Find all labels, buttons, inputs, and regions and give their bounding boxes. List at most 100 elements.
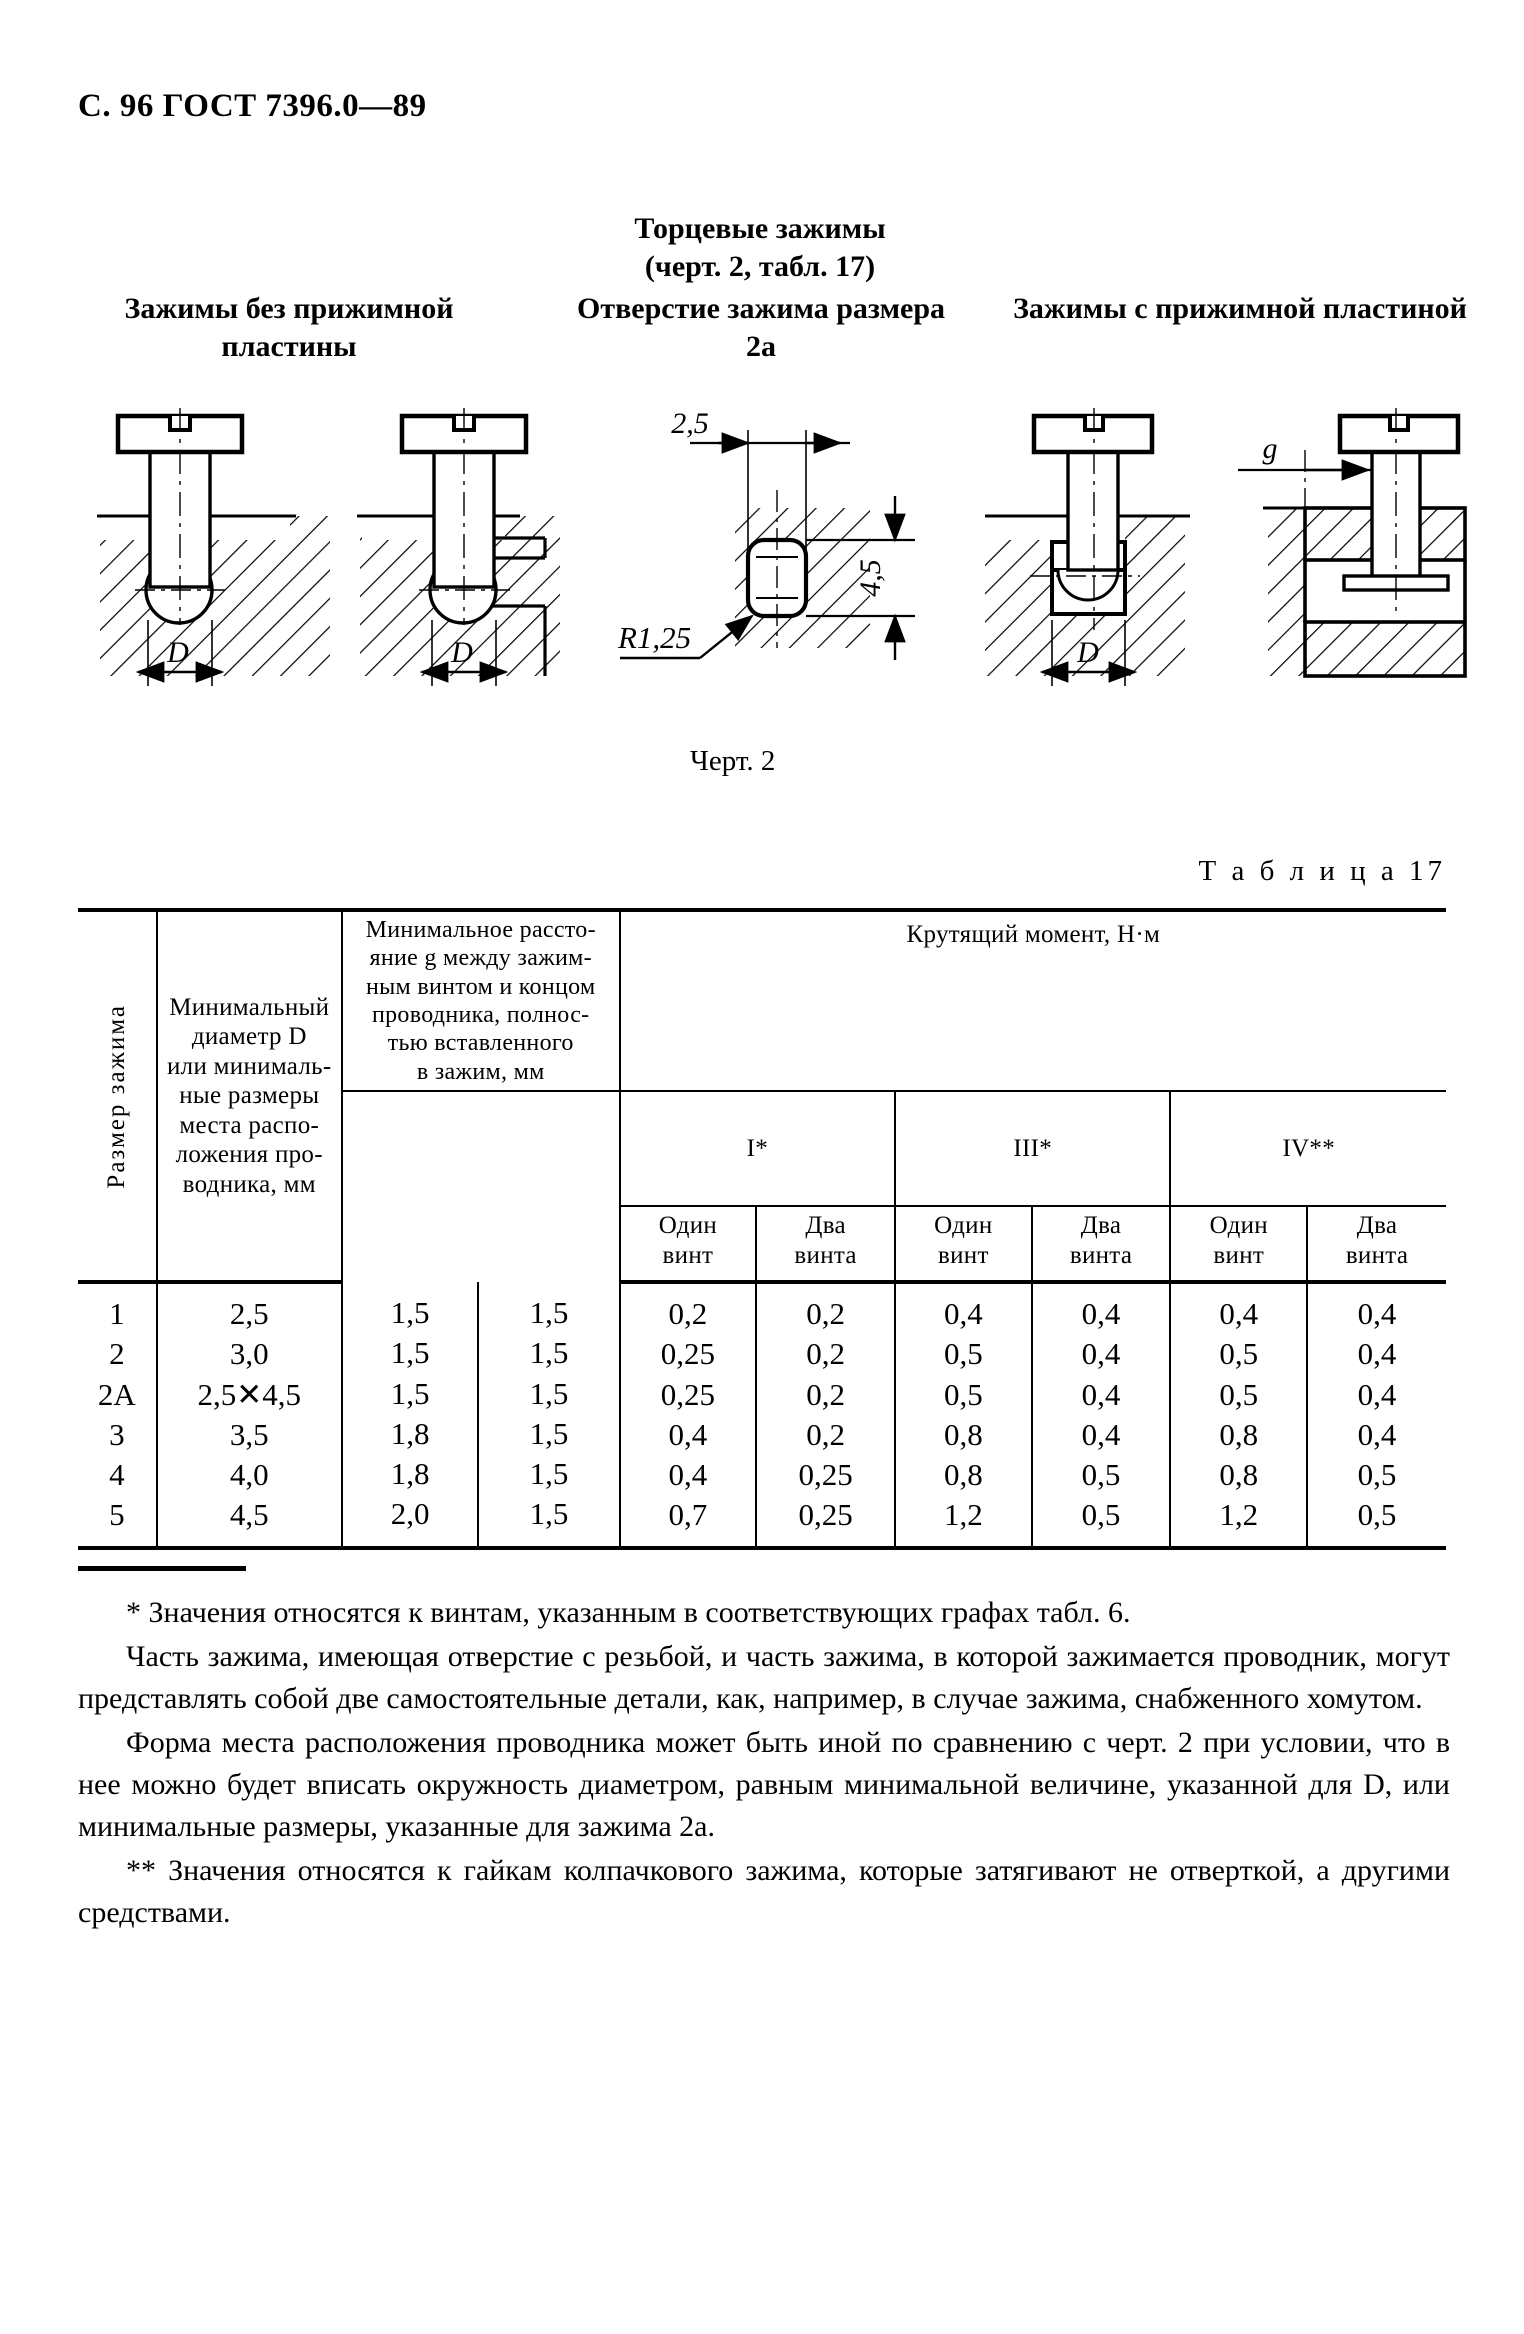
table-number-label: Т а б л и ц а 17 [1198, 855, 1446, 887]
header-t4-one: Один винт [1169, 1206, 1308, 1284]
cell-t3-one-1: 0,4 [943, 1296, 983, 1331]
cell-t1-two-2: 0,2 [806, 1336, 845, 1372]
drawing-clamp-no-plate-2: D [357, 408, 560, 686]
header-torque-group-4-label: IV** [1282, 1134, 1336, 1162]
header-torque-label: Крутящий момент, Н·м [906, 921, 1161, 948]
header-torque-group-3-label: III* [1013, 1134, 1053, 1162]
header-diameter-l1: Минимальный [169, 993, 330, 1021]
cell-t4-one-6: 1,2 [1219, 1497, 1259, 1533]
header-diameter-l5: места распо- [179, 1111, 320, 1139]
header-diameter: Минимальный диаметр D или минималь- ные … [155, 908, 342, 1284]
header-t3-two: Два винта [1030, 1206, 1171, 1284]
dimension-label-d3: D [1076, 636, 1099, 669]
cell-dist-one-5: 1,8 [390, 1456, 430, 1492]
cell-t3-two-2: 0,4 [1081, 1336, 1121, 1372]
cell-size-5: 4 [109, 1457, 125, 1493]
cell-t4-two-5: 0,5 [1357, 1457, 1397, 1493]
header-t1-one-l2: винт [662, 1241, 714, 1269]
header-t4-two-l2: винта [1345, 1241, 1409, 1269]
cell-t1-two-6: 0,25 [798, 1497, 853, 1533]
cell-t3-two-3: 0,4 [1081, 1376, 1121, 1412]
header-diameter-l7: водника, мм [182, 1170, 316, 1198]
header-t4-two: Два винта [1306, 1206, 1446, 1284]
col-dist-two: 1,5 1,5 1,5 1,5 1,5 1,5 [477, 1282, 620, 1550]
dimension-label-d2: D [450, 636, 473, 669]
header-t3-two-l1: Два [1080, 1212, 1122, 1239]
header-t1-two-l2: винта [794, 1241, 857, 1269]
figure-column-title-left: Зажимы без прижимной пластины [124, 292, 454, 364]
header-t1-one-l1: Один [658, 1212, 718, 1239]
header-torque-group-1: I* [618, 1090, 896, 1208]
cell-size-4: 3 [109, 1416, 125, 1452]
header-t3-one: Один винт [894, 1206, 1032, 1284]
col-dist-one: 1,5 1,5 1,5 1,8 1,8 2,0 [340, 1282, 479, 1550]
cell-t3-one-5: 0,8 [943, 1457, 983, 1493]
col-size: 1 2 2А 3 4 5 [78, 1282, 157, 1550]
note-4: ** Значения относятся к гайкам колпачков… [78, 1854, 1450, 1929]
cell-diameter-1: 2,5 [229, 1296, 269, 1331]
cell-dist-one-3: 1,5 [390, 1375, 430, 1411]
cell-dist-two-6: 1,5 [529, 1496, 569, 1532]
header-distance-l5: тью вставленного [387, 1030, 574, 1057]
header-t3-two-l2: винта [1069, 1241, 1133, 1269]
cell-t3-one-3: 0,5 [943, 1376, 983, 1412]
header-torque-group-3: III* [894, 1090, 1171, 1208]
header-diameter-l6: ложения про- [175, 1141, 323, 1169]
note-3: Форма места расположения проводника може… [78, 1726, 1450, 1843]
header-distance-l6: в зажим, мм [416, 1058, 545, 1085]
cell-dist-one-6: 2,0 [390, 1496, 430, 1532]
dimension-label-r125: R1,25 [617, 620, 691, 655]
header-t4-one-l1: Один [1209, 1212, 1268, 1239]
col-t4-two: 0,4 0,4 0,4 0,4 0,5 0,5 [1306, 1282, 1446, 1550]
figure-caption: Черт. 2 [690, 745, 776, 777]
cell-t4-one-5: 0,8 [1219, 1457, 1259, 1493]
cell-t1-one-1: 0,2 [668, 1296, 708, 1331]
header-distance: Минимальное рассто- яние g между зажим- … [340, 908, 620, 1092]
col-t1-one: 0,2 0,25 0,25 0,4 0,4 0,7 [618, 1282, 757, 1550]
drawing-clamp-with-plate-2: g [1238, 408, 1467, 678]
cell-t3-two-4: 0,4 [1081, 1416, 1121, 1452]
cell-t4-one-3: 0,5 [1219, 1376, 1259, 1412]
cell-t1-two-1: 0,2 [806, 1296, 845, 1331]
col-t3-two: 0,4 0,4 0,4 0,4 0,5 0,5 [1030, 1282, 1171, 1550]
dimension-label-d1: D [166, 636, 189, 669]
page-header-标: С. 96 ГОСТ 7396.0—89 [78, 88, 427, 124]
col-t1-two: 0,2 0,2 0,2 0,2 0,25 0,25 [755, 1282, 896, 1550]
header-t1-two-l1: Два [805, 1212, 846, 1239]
cell-t3-two-5: 0,5 [1081, 1457, 1121, 1493]
header-t4-one-l2: винт [1213, 1241, 1265, 1269]
cell-t4-one-2: 0,5 [1219, 1336, 1259, 1372]
header-torque-group-1-label: I* [746, 1134, 769, 1162]
figure-group-title: Торцевые зажимы (черт. 2, табл. 17) [560, 210, 960, 286]
drawing-hole-size-2a: 2,5 4,5 R1,25 [617, 407, 915, 660]
header-distance-l2: яние g между зажим- [369, 945, 592, 972]
cell-dist-one-2: 1,5 [390, 1335, 430, 1371]
table-17-wrapper: Размер зажима Минимальный диаметр D или … [78, 908, 1446, 1550]
cell-t4-one-1: 0,4 [1219, 1296, 1259, 1331]
dimension-label-2-5: 2,5 [671, 407, 709, 440]
figure-group-title-line1: Торцевые зажимы [634, 212, 886, 245]
notes-block: * Значения относятся к винтам, указанным… [78, 1592, 1450, 1936]
cell-diameter-3: 2,5✕4,5 [197, 1376, 301, 1412]
header-distance-l4: проводника, полнос- [371, 1001, 590, 1028]
header-t1-two: Два винта [755, 1206, 896, 1284]
cell-diameter-2: 3,0 [229, 1336, 269, 1372]
header-t1-one: Один винт [618, 1206, 757, 1284]
cell-dist-two-1: 1,5 [529, 1295, 569, 1330]
table-body-row-block: 1 2 2А 3 4 5 2,5 3,0 2,5✕4,5 3,5 4,0 4,5 [78, 1282, 1446, 1550]
cell-t3-two-1: 0,4 [1081, 1296, 1121, 1331]
header-distance-l3: ным винтом и концом [365, 973, 596, 1000]
drawing-clamp-no-plate-1: D [97, 408, 330, 686]
cell-t1-one-2: 0,25 [660, 1336, 716, 1372]
cell-t4-two-1: 0,4 [1357, 1296, 1397, 1331]
header-size-label: Размер зажима [103, 1003, 131, 1189]
dimension-label-4-5: 4,5 [854, 559, 887, 597]
note-1: * Значения относятся к винтам, указанным… [126, 1596, 1131, 1629]
cell-dist-one-1: 1,5 [390, 1295, 430, 1330]
header-diameter-l2: диаметр D [191, 1023, 307, 1051]
cell-size-1: 1 [109, 1296, 125, 1331]
header-torque: Крутящий момент, Н·м [618, 908, 1446, 1092]
cell-diameter-5: 4,0 [229, 1457, 269, 1493]
header-size: Размер зажима [78, 908, 157, 1284]
header-t4-two-l1: Два [1356, 1212, 1398, 1239]
